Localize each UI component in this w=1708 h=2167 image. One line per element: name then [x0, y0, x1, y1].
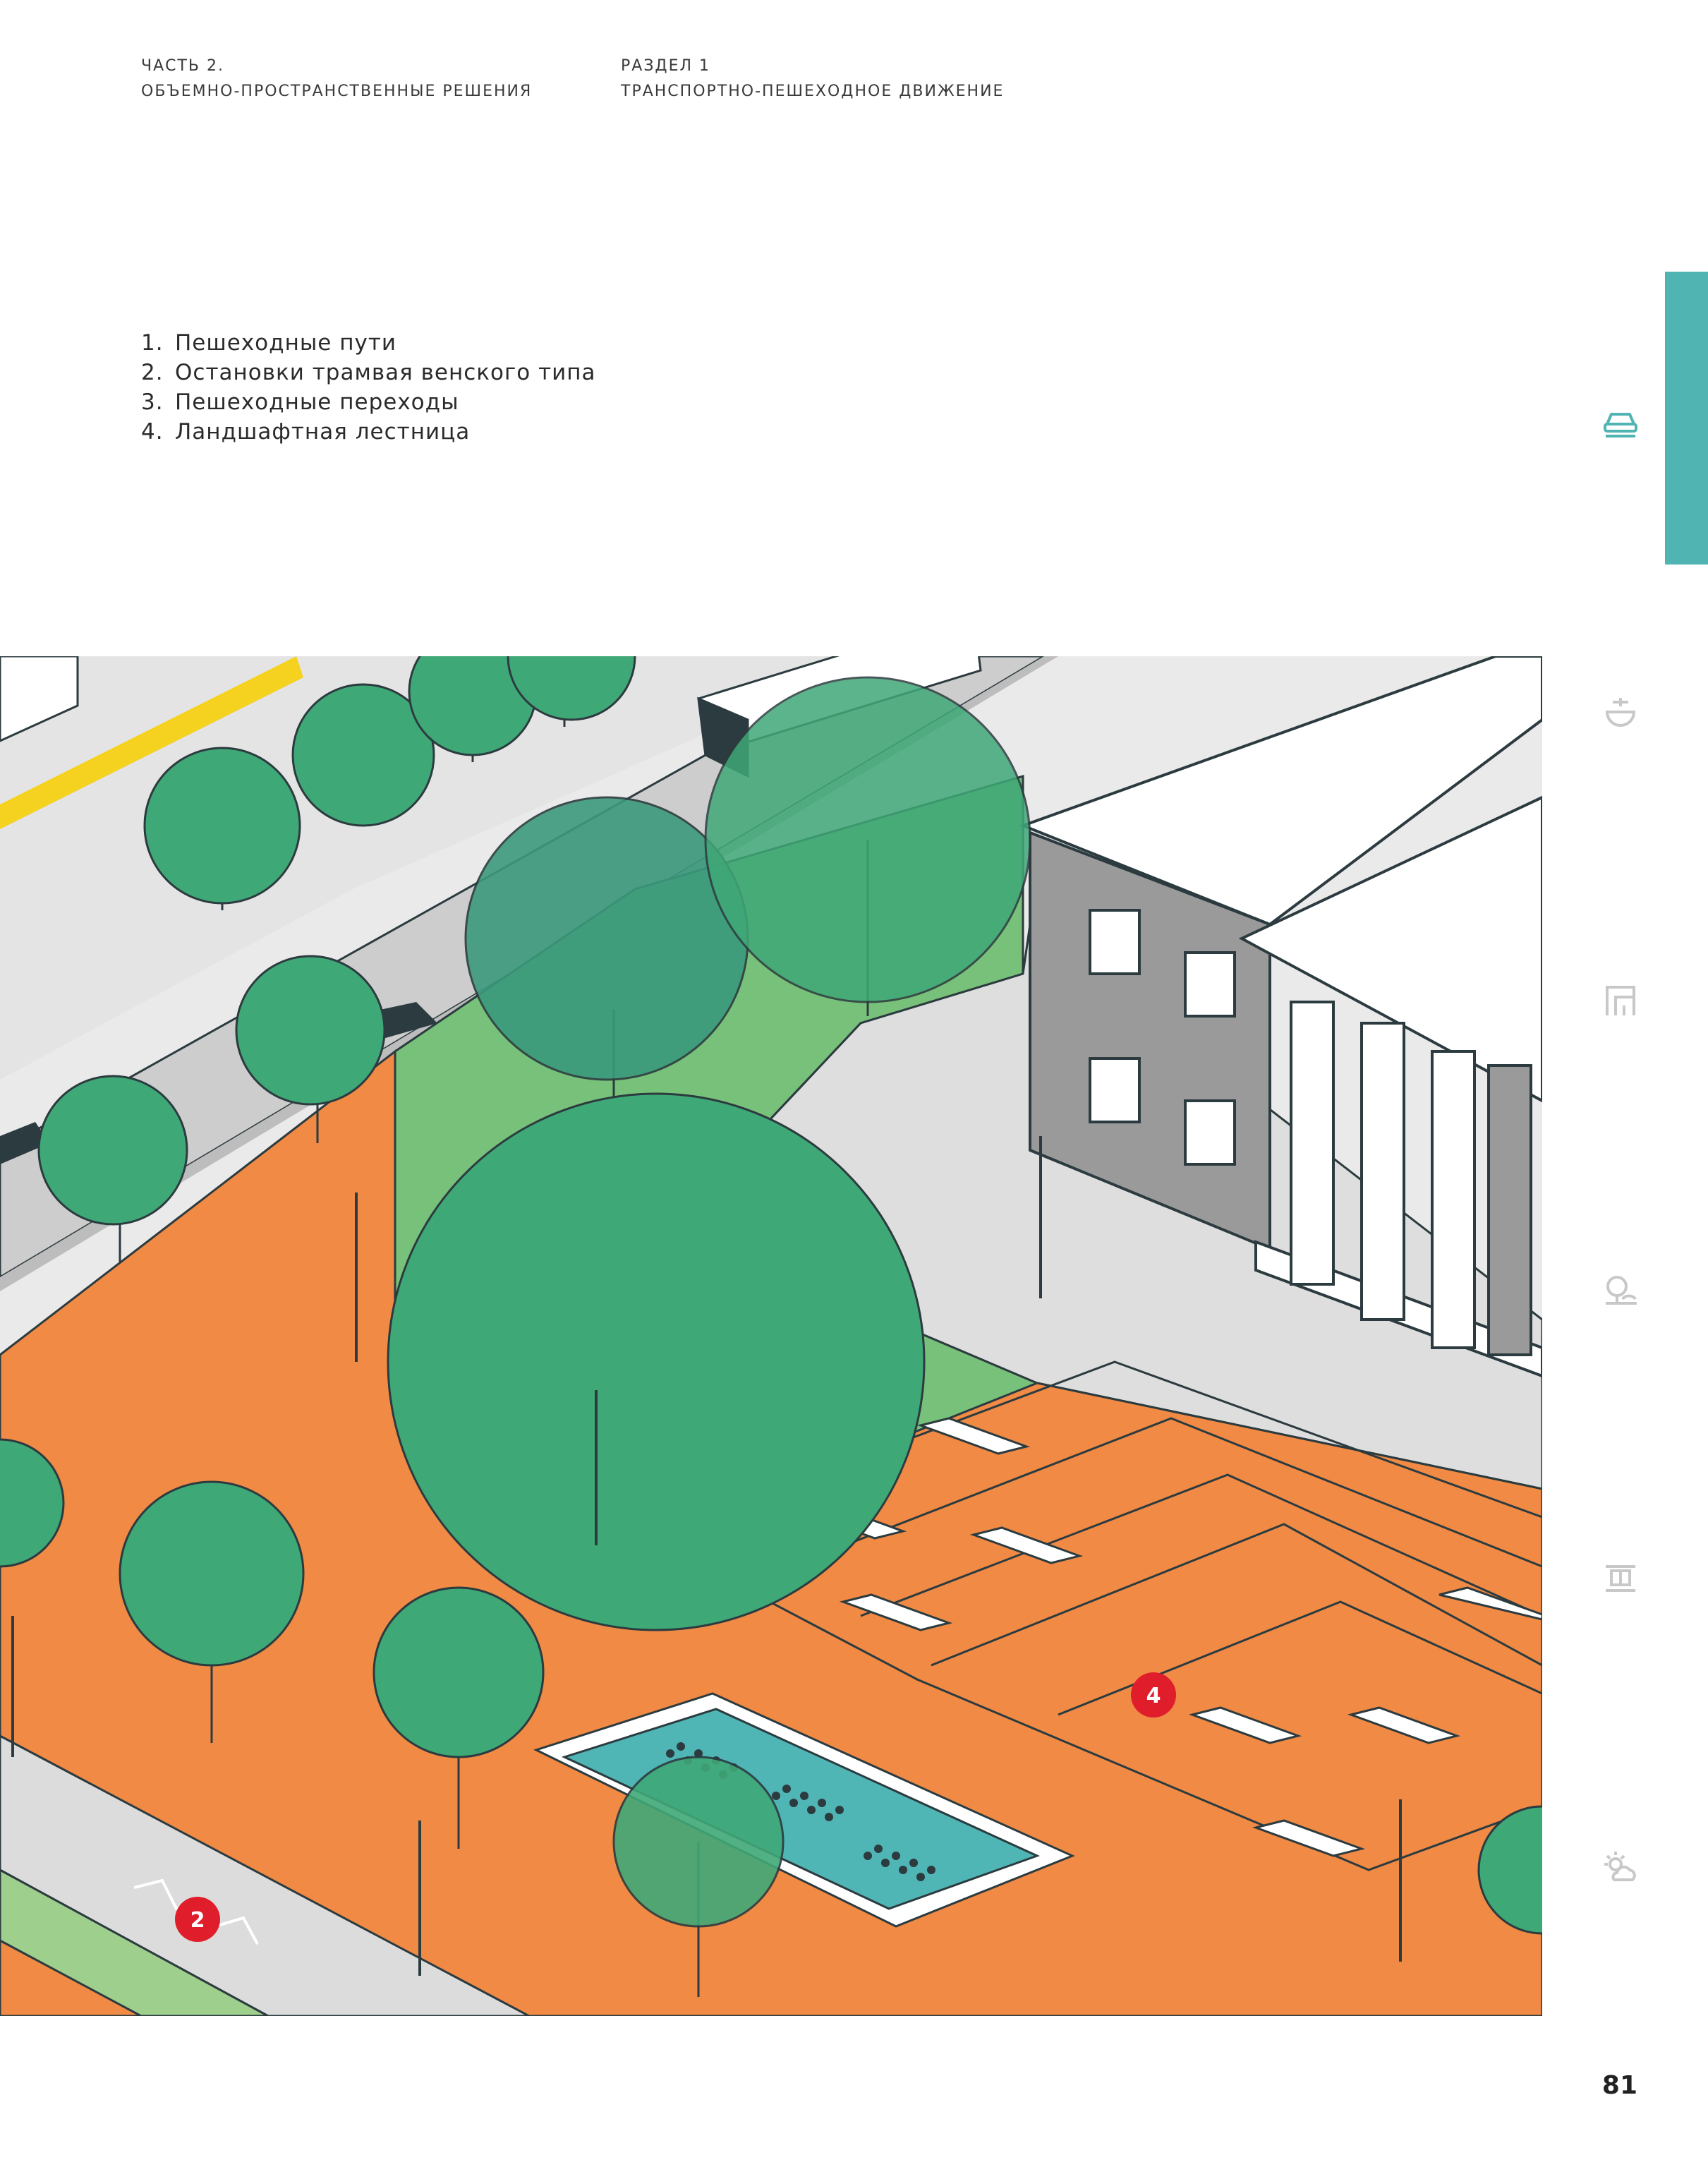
isometric-illustration: 2 4 [0, 656, 1542, 2016]
sun-cloud-icon[interactable] [1601, 1849, 1640, 1887]
tree [235, 955, 386, 1143]
legend-list: 1.Пешеходные пути 2.Остановки трамвая ве… [141, 328, 596, 447]
tree [119, 1480, 305, 1743]
corner-building [0, 656, 79, 742]
tree [373, 1586, 545, 1849]
legend-item: 2.Остановки трамвая венского типа [141, 358, 596, 387]
tree [387, 1092, 926, 1631]
tree [612, 1756, 785, 1997]
legend-label: Остановки трамвая венского типа [175, 360, 596, 385]
tree-icon[interactable] [1601, 1271, 1640, 1309]
section-heading: РАЗДЕЛ 1 ТРАНСПОРТНО-ПЕШЕХОДНОЕ ДВИЖЕНИЕ [621, 54, 1004, 104]
legend-item: 4.Ландшафтная лестница [141, 417, 596, 447]
tram-stop-platform [0, 1734, 530, 2016]
classical-building [1019, 656, 1542, 1378]
tree [37, 1075, 188, 1263]
trees [0, 656, 1542, 1997]
building-icon[interactable] [1601, 982, 1640, 1020]
tree [1477, 1805, 1542, 1935]
marker-4[interactable]: 4 [1131, 1672, 1176, 1718]
part-heading: ЧАСТЬ 2. ОБЪЕМНО-ПРОСТРАНСТВЕННЫЕ РЕШЕНИ… [141, 54, 532, 104]
page-number: 81 [1601, 2071, 1637, 2100]
legend-item: 1.Пешеходные пути [141, 328, 596, 358]
tram-building [0, 656, 303, 829]
svg-text:2: 2 [190, 1908, 205, 1933]
tree [0, 1438, 65, 1568]
tree [704, 676, 1031, 1016]
legend-label: Пешеходные переходы [175, 390, 459, 415]
bridge-icon[interactable] [1601, 1559, 1640, 1598]
part-title: ОБЪЕМНО-ПРОСТРАНСТВЕННЫЕ РЕШЕНИЯ [141, 83, 533, 100]
legend-item: 3.Пешеходные переходы [141, 387, 596, 417]
section-tab[interactable] [1665, 272, 1708, 565]
tree [143, 747, 301, 910]
part-number: ЧАСТЬ 2. [141, 57, 225, 75]
section-number: РАЗДЕЛ 1 [621, 57, 711, 75]
legend-label: Ландшафтная лестница [175, 419, 471, 445]
tree [507, 656, 636, 727]
tap-icon[interactable] [1601, 694, 1640, 732]
svg-text:4: 4 [1146, 1684, 1161, 1708]
marker-2[interactable]: 2 [175, 1897, 220, 1942]
tram-track [0, 1869, 269, 2016]
car-icon[interactable] [1601, 403, 1640, 441]
lamp-posts [11, 1136, 1402, 1976]
section-title: ТРАНСПОРТНО-ПЕШЕХОДНОЕ ДВИЖЕНИЕ [621, 83, 1005, 100]
legend-label: Пешеходные пути [175, 330, 397, 356]
tree [291, 683, 435, 827]
